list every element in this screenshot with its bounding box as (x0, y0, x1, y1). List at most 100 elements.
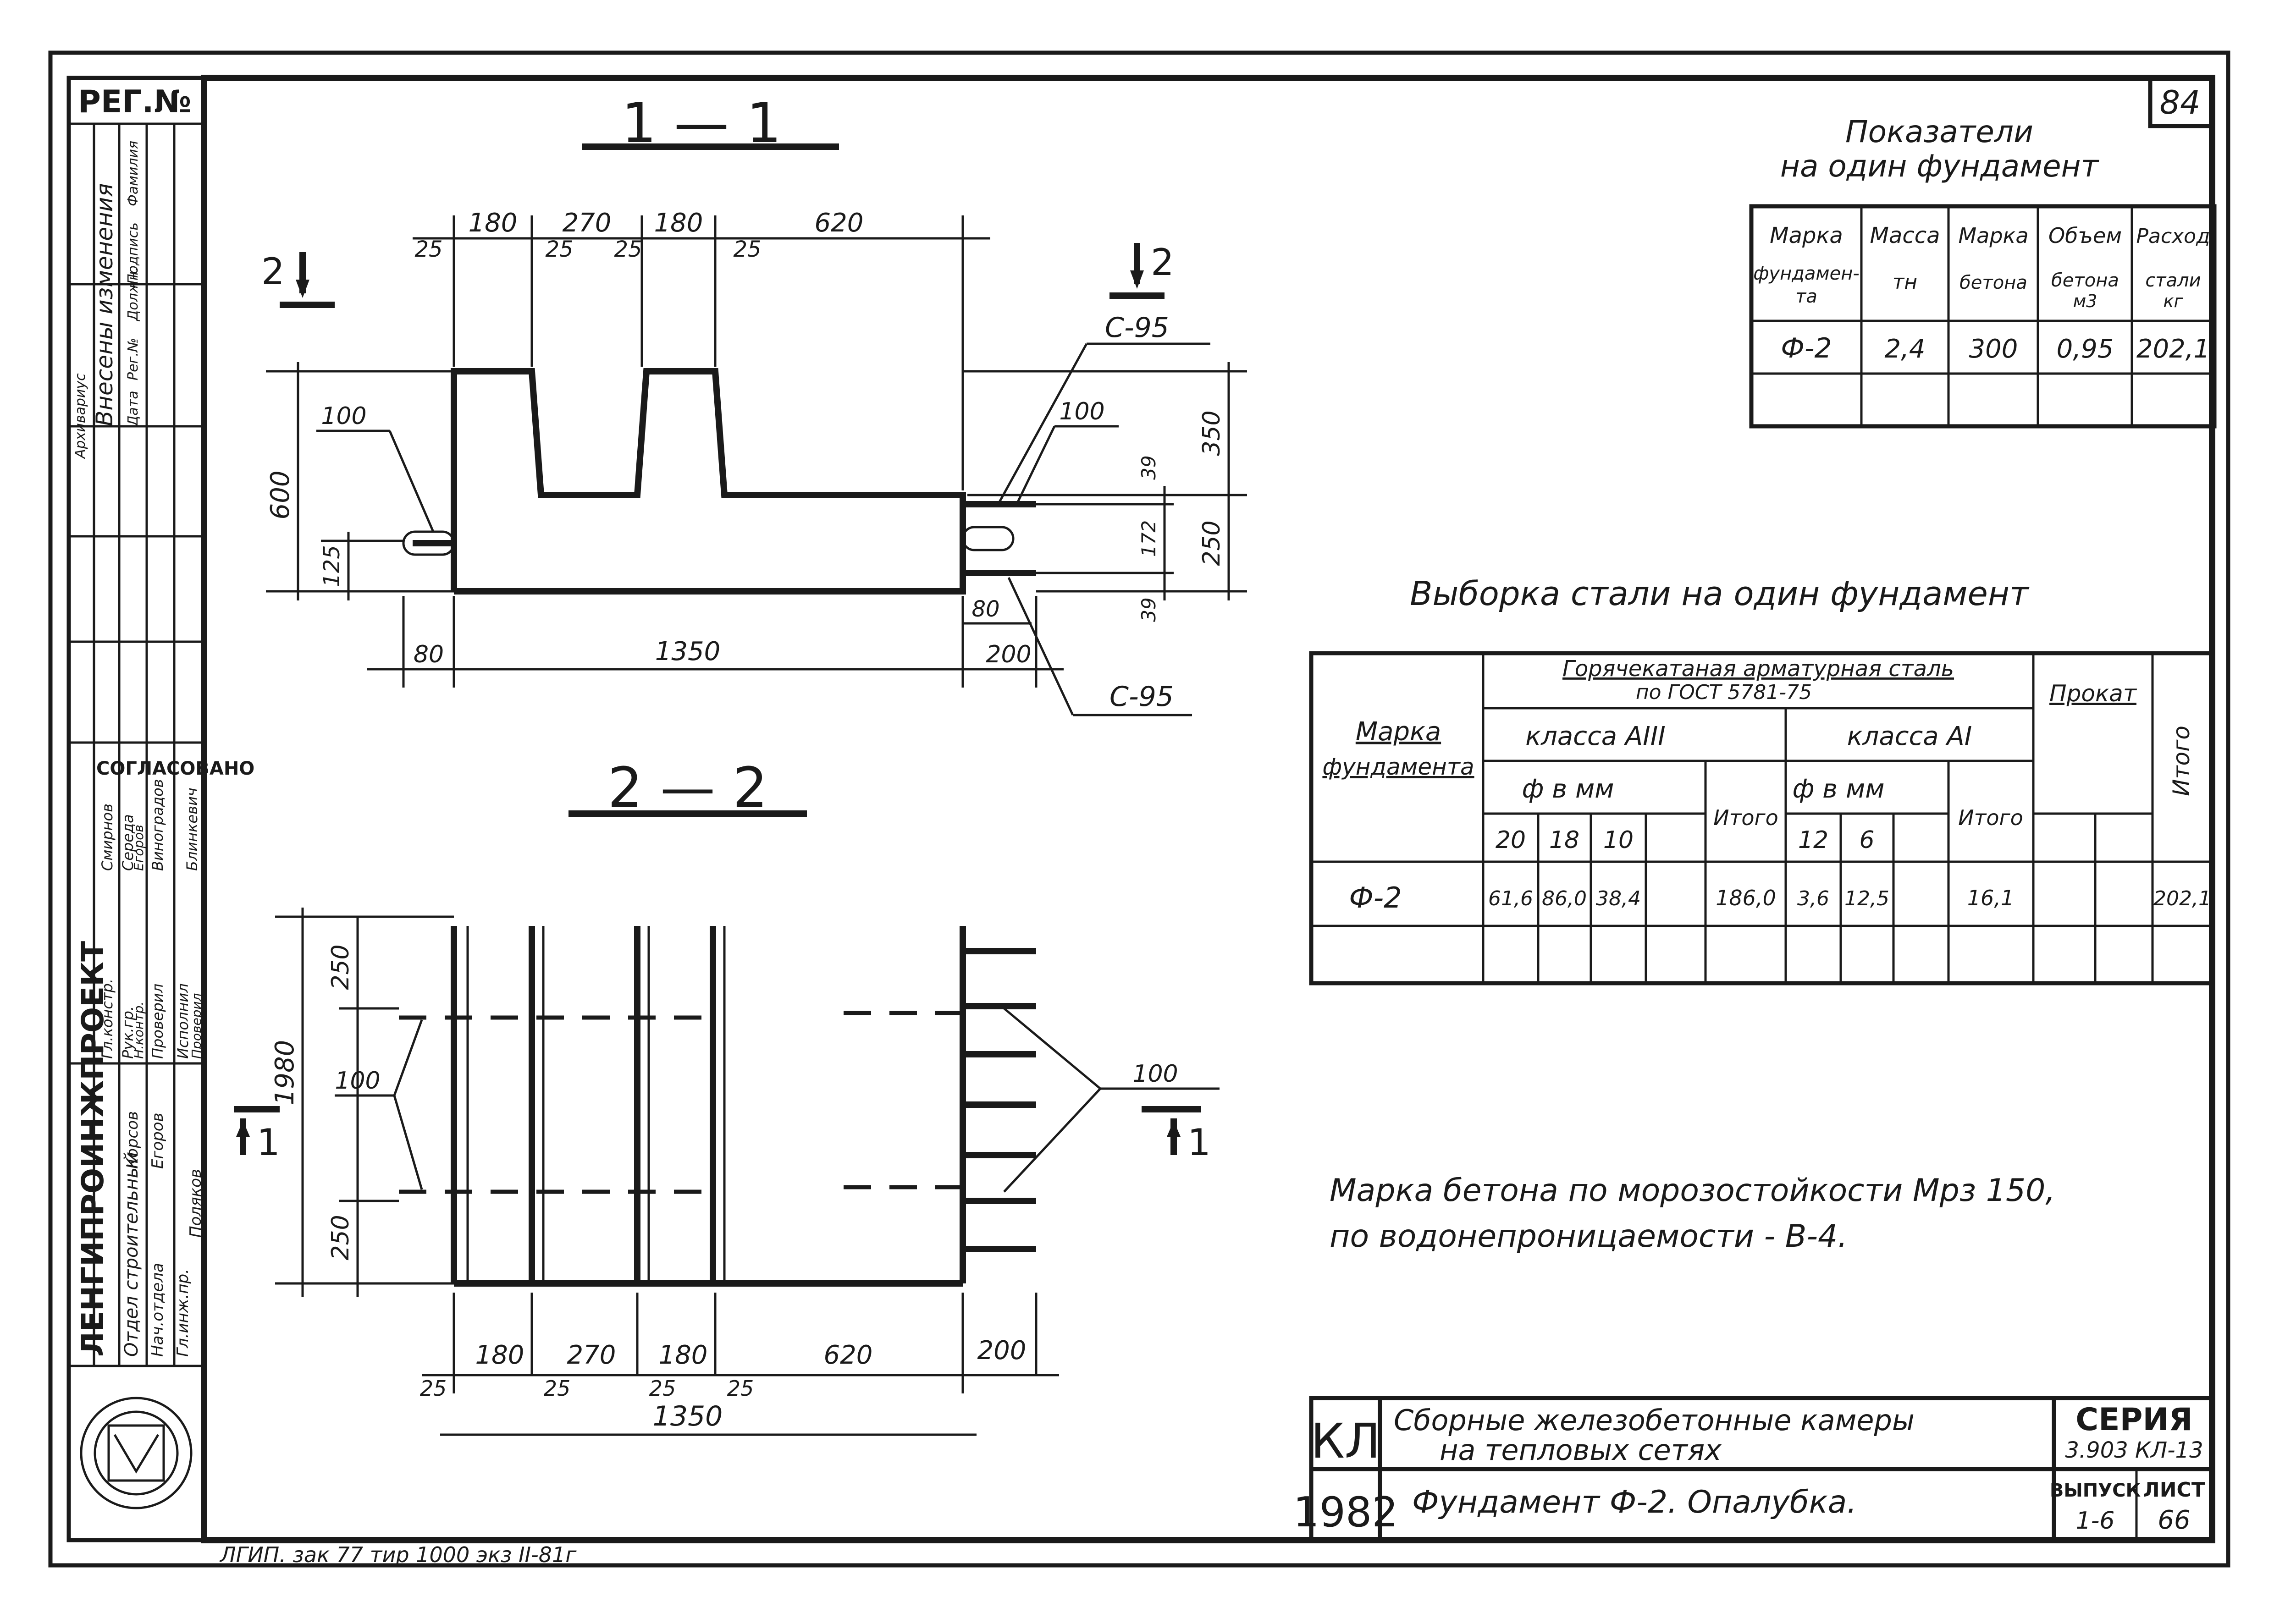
s1-callout-right: 100 (1059, 398, 1104, 425)
s1-right-dim-172: 172 (1137, 520, 1160, 557)
steel-row-total: 202,1 (2153, 887, 2211, 910)
ind-head-steel-3: кг (2164, 291, 2184, 311)
indicators-title-1: Показатели (1845, 114, 2033, 149)
s1-left-dim-height: 600 (265, 471, 295, 520)
stamp-name-2: Середа (119, 814, 137, 871)
s2-bottom-dim-2: 270 (567, 1340, 616, 1370)
stamp-name-4: Виноградов (149, 779, 166, 871)
steel-row-mark: Ф-2 (1349, 881, 1402, 914)
steel-diam-20: 20 (1496, 826, 1526, 854)
s1-left-dim-125: 125 (319, 545, 345, 587)
stamp-changes-header: Внесены изменения (91, 183, 118, 426)
s2-bottom-dim-3: 180 (659, 1340, 708, 1370)
steel-class-a1: класса АI (1847, 721, 1972, 751)
steel-hot-rolled-2: по ГОСТ 5781-75 (1636, 681, 1812, 704)
s1-small-dim-1: 25 (414, 237, 442, 262)
stamp-role-1: Гл.констр. (99, 979, 116, 1059)
ind-head-mark-1: Марка (1770, 223, 1843, 248)
s1-top-dim-4: 620 (815, 208, 864, 238)
sheet-number: 84 (2159, 84, 2200, 121)
s2-small-dim-3: 25 (649, 1376, 676, 1401)
section-mark-1-left: 1 (257, 1121, 280, 1164)
stamp-role-2: Рук.гр. (119, 1006, 137, 1059)
s2-small-dim-2: 25 (544, 1376, 571, 1401)
stamp-role-5: Исполнил (174, 983, 192, 1059)
company-logo-icon (80, 1397, 193, 1509)
s1-right-dim-39-bottom: 39 (1137, 597, 1160, 622)
steel-diam-a3: ф в мм (1522, 774, 1614, 804)
steel-a1-total: 16,1 (1967, 886, 2014, 910)
ind-val-mass: 2,4 (1884, 334, 1925, 364)
section-mark-2-left: 2 (261, 250, 285, 293)
stamp-role-6: Проверил (189, 993, 204, 1059)
indicators-table: Показатели на один фундамент Марка фунда… (1749, 114, 2217, 429)
steel-diam-12: 12 (1798, 826, 1828, 854)
section-title-2-2: 2 — 2 (608, 756, 768, 820)
ind-head-mark-3: та (1795, 286, 1817, 307)
steel-a3-10: 38,4 (1596, 887, 1641, 910)
stamp-dept-2: Нач.отдела (149, 1263, 167, 1357)
s2-callout-left: 100 (335, 1067, 380, 1095)
tb-sheet-value: 66 (2158, 1505, 2190, 1535)
s1-right-dim-350: 350 (1198, 410, 1225, 456)
stamp-agreed: СОГЛАСОВАНО (96, 758, 254, 779)
title-block: КЛ 1982 Сборные железобетонные камеры на… (1293, 1396, 2214, 1542)
ind-head-mark-2: фундамен- (1753, 263, 1860, 284)
s2-callout-right: 100 (1132, 1060, 1178, 1088)
s1-bar-bottom: С-95 (1109, 681, 1174, 713)
indicators-title-2: на один фундамент (1780, 149, 2100, 184)
steel-itogo-a3: Итого (1713, 805, 1778, 830)
s1-bottom-dim-1350: 1350 (655, 637, 721, 666)
steel-diam-a1: ф в мм (1793, 774, 1885, 804)
ind-head-volume-3: м3 (2073, 291, 2097, 311)
tb-series-value: 3.903 КЛ-13 (2065, 1437, 2203, 1463)
s1-right-dim-39-top: 39 (1137, 455, 1160, 479)
stamp-dept-3: Гл.инж.пр. (174, 1269, 192, 1357)
steel-itogo-a1: Итого (1958, 805, 2023, 830)
notes: Марка бетона по морозостойкости Мрз 150,… (1330, 1173, 2055, 1255)
note-line-1: Марка бетона по морозостойкости Мрз 150, (1330, 1173, 2055, 1209)
stamp-name-5: Блинкевич (183, 787, 201, 871)
tb-subtitle: Фундамент Ф-2. Опалубка. (1412, 1484, 1857, 1520)
steel-a1-6: 12,5 (1844, 887, 1889, 910)
sheet-number-box: 84 (2148, 78, 2212, 128)
section-mark-1-right: 1 (1187, 1121, 1211, 1164)
stamp-role-4: Проверил (149, 984, 166, 1059)
stamp-name-1: Смирнов (99, 804, 116, 871)
s1-top-dim-3: 180 (654, 208, 703, 238)
steel-a3-18: 86,0 (1542, 887, 1587, 910)
stamp-dept-name-2: Егоров (149, 1112, 167, 1169)
inner-frame (201, 75, 2215, 1543)
tb-year: 1982 (1293, 1488, 1398, 1536)
section-2-2: 2 — 2 250 1980 250 100 (234, 756, 1220, 1436)
tb-issue-label: ВЫПУСК (2050, 1480, 2141, 1501)
stamp-dept-1: Отдел строительный (121, 1152, 142, 1357)
ind-head-volume-2: бетона (2051, 270, 2119, 291)
stamp-col-4: Фамилия (125, 141, 141, 206)
s1-bottom-dim-200: 200 (986, 641, 1031, 668)
s2-total: 1350 (653, 1400, 723, 1432)
ind-head-volume-1: Объем (2048, 223, 2122, 248)
s2-left-dim-250-top: 250 (327, 944, 354, 990)
s1-small-dim-3: 25 (614, 237, 642, 262)
steel-hot-rolled-1: Горячекатаная арматурная сталь (1562, 656, 1954, 682)
s1-bottom-dim-80-left: 80 (414, 641, 444, 668)
stamp-name-3: Егоров (131, 825, 146, 871)
steel-diam-6: 6 (1859, 826, 1874, 854)
ind-head-concrete-2: бетона (1959, 272, 2027, 293)
section-mark-2-right: 2 (1151, 241, 1174, 284)
steel-diam-18: 18 (1549, 826, 1579, 854)
ind-val-concrete: 300 (1969, 334, 2018, 364)
steel-col-mark-1: Марка (1356, 717, 1441, 747)
footer-print-info: ЛГИП. зак 77 тир 1000 экз II-81г (219, 1542, 577, 1567)
ind-head-steel-1: Расход (2136, 225, 2210, 248)
tb-sheet-label: ЛИСТ (2143, 1478, 2205, 1502)
s1-right-dim-250: 250 (1198, 520, 1225, 566)
s2-bottom-dim-4: 620 (824, 1340, 873, 1370)
tb-series-label: СЕРИЯ (2075, 1402, 2192, 1438)
ind-val-steel: 202,1 (2136, 334, 2210, 364)
stamp-dept-name-3: Поляков (187, 1169, 205, 1238)
stamp-col-5: Должн. (125, 267, 141, 322)
ind-head-mass-1: Масса (1870, 223, 1940, 248)
steel-itogo-total: Итого (2168, 726, 2195, 796)
